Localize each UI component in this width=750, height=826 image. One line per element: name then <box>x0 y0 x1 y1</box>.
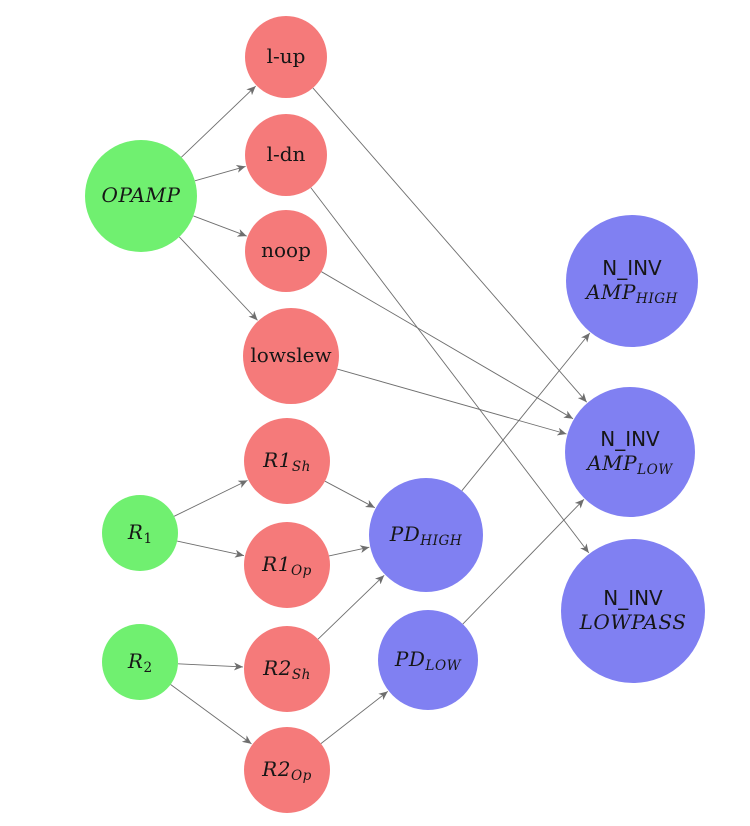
node-l-dn: l-dn <box>245 114 327 196</box>
node-r2op: R2Op <box>244 727 330 813</box>
node-label: N_INV <box>602 256 662 281</box>
node-r1sh: R1Sh <box>244 418 330 504</box>
node-r2: R2 <box>102 624 178 700</box>
node-l-up: l-up <box>245 16 327 98</box>
edge-opamp-to-lowslew <box>178 236 258 321</box>
node-pdlow: PDLOW <box>378 610 478 710</box>
node-label: R1Op <box>262 552 312 579</box>
node-pdhigh: PDHIGH <box>369 478 483 592</box>
edge-r1sh-to-pdhigh <box>324 480 376 509</box>
node-noop: noop <box>245 210 327 292</box>
node-label: N_INV <box>600 427 660 452</box>
node-label: PDLOW <box>394 647 462 674</box>
edge-r2op-to-pdlow <box>320 691 389 744</box>
edge-opamp-to-noop <box>193 215 247 237</box>
edge-r1-to-r1sh <box>173 479 248 517</box>
edge-opamp-to-l-dn <box>194 165 246 182</box>
edge-r2-to-r2op <box>170 684 252 745</box>
node-label: R2Sh <box>263 656 311 683</box>
edge-r1op-to-pdhigh <box>328 545 370 557</box>
edge-opamp-to-l-up <box>181 85 257 158</box>
node-opamp: OPAMP <box>85 140 197 252</box>
edge-r1-to-r1op <box>177 540 245 558</box>
node-label: R1 <box>127 520 153 547</box>
edge-r2-to-r2sh <box>177 662 244 671</box>
node-r1op: R1Op <box>244 522 330 608</box>
node-label: AMPLOW <box>587 451 673 478</box>
edge-pdhigh-to-amphigh <box>461 332 591 491</box>
node-label: AMPHIGH <box>586 280 678 307</box>
edge-l-up-to-amplow <box>312 87 588 403</box>
node-r1: R1 <box>102 495 178 571</box>
edge-lowslew-to-amplow <box>337 368 567 436</box>
node-label: lowslew <box>250 343 332 368</box>
node-label: l-up <box>266 44 306 69</box>
node-lowslew: lowslew <box>243 308 339 404</box>
edge-noop-to-amplow <box>321 271 574 420</box>
node-label: R2 <box>127 649 153 676</box>
node-label: noop <box>261 238 311 263</box>
node-label: l-dn <box>266 142 306 167</box>
edge-r2sh-to-pdhigh <box>317 574 385 640</box>
node-label: N_INV <box>603 586 663 611</box>
node-label: LOWPASS <box>579 610 687 634</box>
node-r2sh: R2Sh <box>244 626 330 712</box>
edge-pdlow-to-amplow <box>462 498 585 625</box>
node-label: R1Sh <box>263 448 311 475</box>
edge-l-dn-to-lowpass <box>310 187 590 554</box>
node-label: PDHIGH <box>389 522 463 549</box>
node-label: OPAMP <box>101 183 181 208</box>
node-label: R2Op <box>262 757 312 784</box>
